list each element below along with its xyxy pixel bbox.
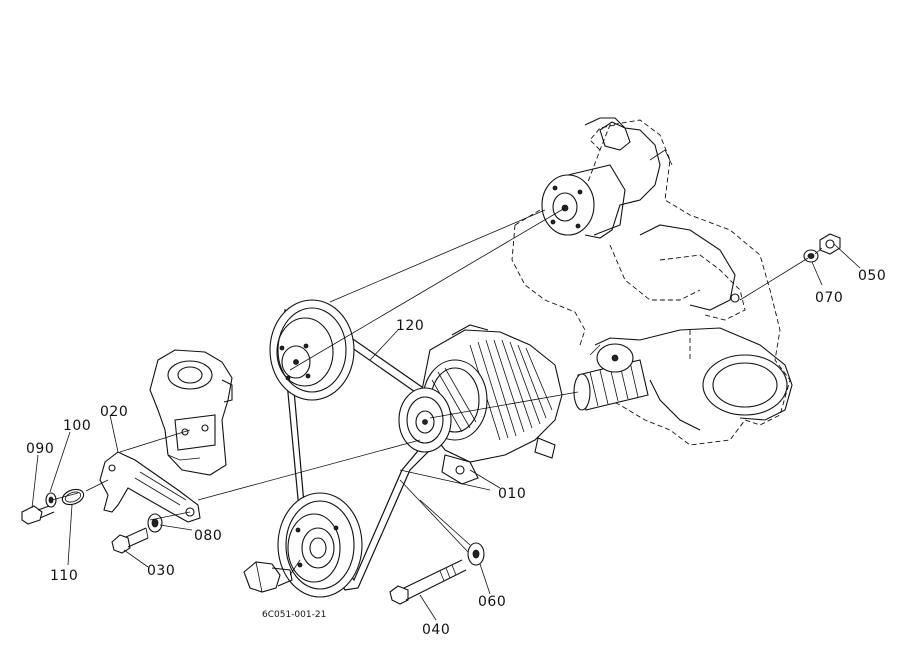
crank-pulley-bolt xyxy=(243,561,293,593)
part-labels: 010 020 030 040 050 060 070 080 090 100 … xyxy=(26,268,886,638)
document-code: 6C051-001-21 xyxy=(262,610,326,620)
crankshaft-pulley xyxy=(277,492,363,598)
part-label-060: 060 xyxy=(478,594,506,610)
leader-lines xyxy=(31,243,861,621)
part-label-070: 070 xyxy=(815,290,843,306)
part-label-020: 020 xyxy=(100,404,128,420)
thermostat-housing xyxy=(149,349,233,476)
assembly-lines xyxy=(51,207,823,576)
part-label-090: 090 xyxy=(26,441,54,457)
washer-100 xyxy=(45,492,57,508)
water-pump-pulley xyxy=(269,299,355,401)
water-pump xyxy=(541,117,740,311)
part-label-080: 080 xyxy=(194,528,222,544)
part-label-100: 100 xyxy=(63,418,91,434)
alternator xyxy=(398,324,563,485)
nut-050 xyxy=(819,233,841,255)
washer-060 xyxy=(467,542,485,566)
o-ring-110 xyxy=(61,488,85,506)
part-label-040: 040 xyxy=(422,622,450,638)
washer-070 xyxy=(803,249,819,263)
part-label-030: 030 xyxy=(147,563,175,579)
engine-outline xyxy=(511,119,791,446)
bracket xyxy=(99,451,201,523)
part-label-050: 050 xyxy=(858,268,886,284)
bolt-090 xyxy=(21,504,55,525)
gear-housing xyxy=(573,327,793,431)
washer-080 xyxy=(147,513,163,533)
bolt-030 xyxy=(111,527,149,554)
bolt-040 xyxy=(389,559,467,605)
part-label-110: 110 xyxy=(50,568,78,584)
part-label-120: 120 xyxy=(396,318,424,334)
part-label-010: 010 xyxy=(498,486,526,502)
